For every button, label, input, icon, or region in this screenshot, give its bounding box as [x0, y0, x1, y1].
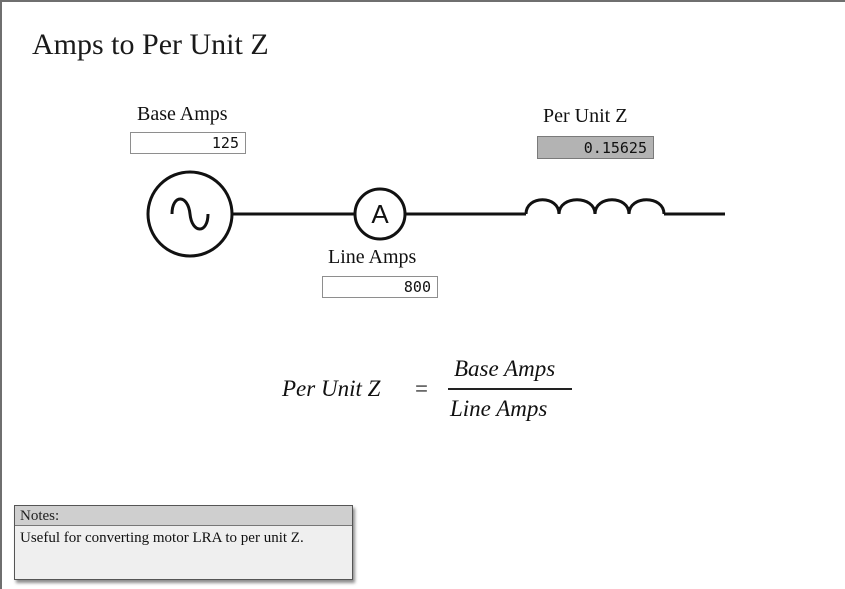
notes-header: Notes: — [15, 506, 352, 526]
line-amps-input[interactable] — [322, 276, 438, 298]
ac-source-icon — [146, 170, 234, 258]
formula-lhs: Per Unit Z — [282, 376, 381, 401]
formula-fraction-bar — [448, 388, 572, 390]
formula-denominator: Line Amps — [450, 396, 548, 421]
per-unit-z-label: Per Unit Z — [543, 105, 628, 127]
notes-body: Useful for converting motor LRA to per u… — [20, 530, 304, 546]
page-title: Amps to Per Unit Z — [32, 28, 269, 61]
circuit-diagram: A — [146, 170, 725, 258]
ammeter-symbol: A — [371, 199, 389, 229]
per-unit-z-output — [537, 136, 654, 159]
notes-panel: Notes: Useful for converting motor LRA t… — [14, 505, 353, 580]
formula-equals: = — [415, 376, 428, 401]
formula-numerator: Base Amps — [454, 356, 556, 381]
inductor-icon — [524, 198, 666, 215]
base-amps-label: Base Amps — [137, 103, 228, 125]
ammeter-icon: A — [353, 187, 407, 241]
line-amps-label: Line Amps — [328, 246, 417, 268]
base-amps-input[interactable] — [130, 132, 246, 154]
